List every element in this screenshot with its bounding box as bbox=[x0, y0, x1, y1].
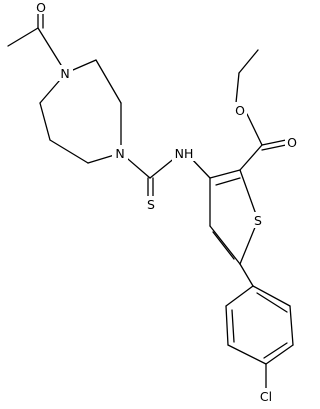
bond-aryl-3-inner bbox=[263, 342, 288, 359]
bond-aryl-2 bbox=[289, 305, 294, 346]
bond-aryl-6 bbox=[225, 285, 254, 307]
bond-ring-5 bbox=[49, 139, 89, 164]
bond-aryl-5-inner bbox=[231, 309, 235, 343]
atom-n-acetyl: N bbox=[60, 66, 69, 81]
atom-s-thioamide: S bbox=[147, 197, 155, 212]
atom-s-thiophene: S bbox=[254, 213, 262, 228]
bond-ch2-ch3 bbox=[238, 49, 259, 74]
bond-aryl-4 bbox=[227, 344, 267, 365]
bond-thiocarbonyl-nh bbox=[149, 156, 177, 179]
bond-ester-carbonyl-o-b bbox=[261, 144, 287, 151]
atom-n-ring: N bbox=[115, 146, 124, 161]
bond-thiophene-c5-c4 bbox=[209, 225, 241, 265]
bond-aryl-1 bbox=[252, 285, 291, 307]
bond-c5-aryl bbox=[239, 263, 254, 287]
bond-ester-carbonyl-o-a bbox=[261, 139, 287, 146]
bond-thiophene-c2-s bbox=[239, 169, 259, 221]
bond-c2-ester-carbon bbox=[239, 144, 263, 171]
bond-ring-2 bbox=[95, 59, 122, 104]
bond-thiophene-c5-c4-inner bbox=[212, 231, 235, 260]
bond-ring-6 bbox=[39, 102, 51, 141]
bond-thiophene-c3-c2 bbox=[209, 169, 241, 179]
atom-o-carbonyl: O bbox=[287, 135, 297, 150]
bond-aryl-3 bbox=[265, 344, 294, 365]
bond-aryl-5 bbox=[225, 305, 229, 346]
atom-o-ester: O bbox=[235, 103, 245, 118]
bond-aryl-1-inner bbox=[256, 292, 288, 313]
bond-thiophene-c3-c2-inner bbox=[215, 177, 241, 186]
atom-cl: Cl bbox=[260, 389, 272, 404]
atom-nh: NH bbox=[175, 146, 194, 161]
bond-methyl-carbonyl bbox=[7, 27, 39, 47]
bond-o-ch2 bbox=[235, 72, 240, 104]
atom-o-acetyl: O bbox=[36, 0, 46, 15]
bond-ester-carbon-o bbox=[246, 113, 263, 146]
